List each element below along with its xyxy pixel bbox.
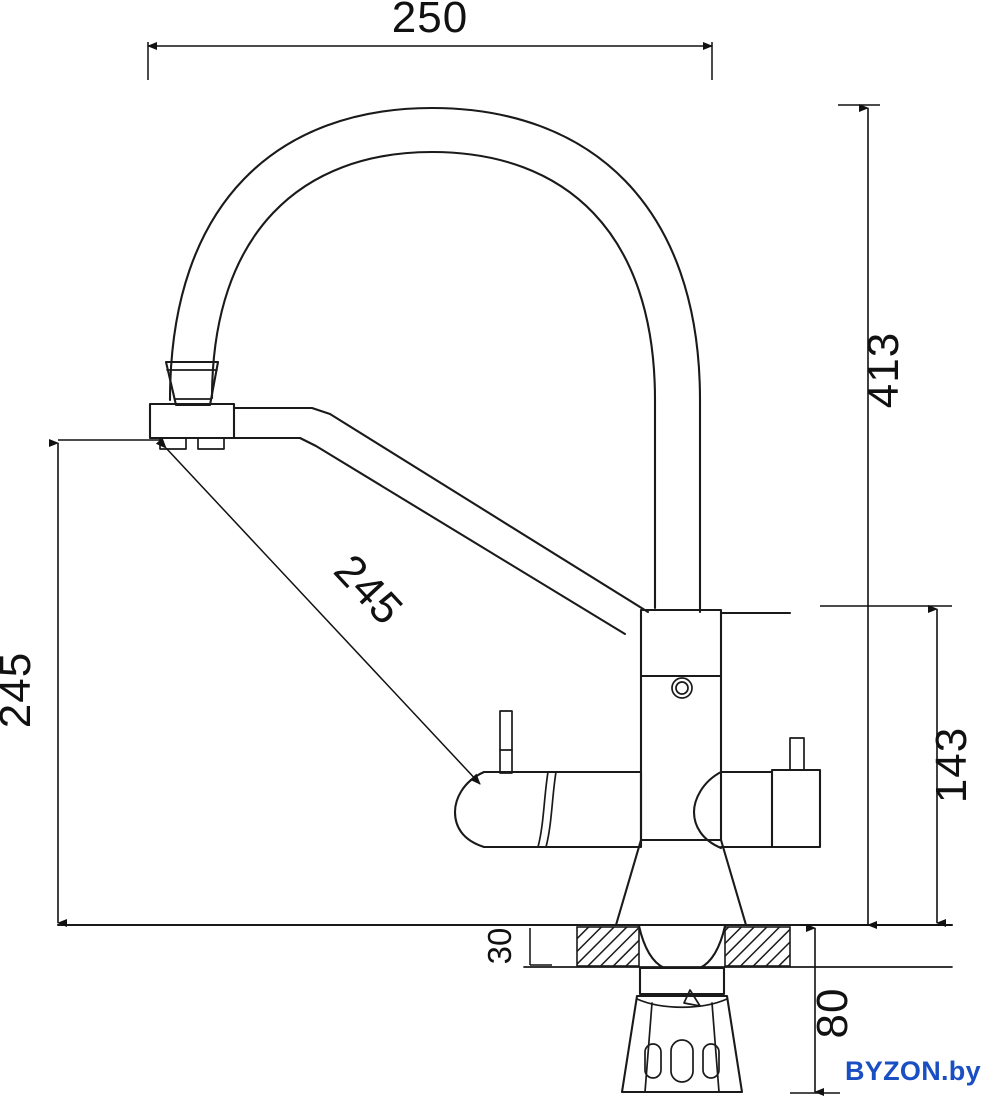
dimension-143-group: 143 — [800, 605, 976, 927]
dimension-label-413: 413 — [859, 332, 908, 408]
watermark-byzon: BYZON.by — [845, 1056, 981, 1086]
dimension-label-80: 80 — [808, 988, 857, 1039]
dimension-245-vertical-group: 245 — [0, 439, 160, 927]
spout-arc-outer — [168, 106, 702, 614]
dimension-413-group: 413 — [838, 104, 908, 929]
countertop-hatch-right — [725, 927, 790, 966]
dim-line-245-diagonal — [155, 437, 481, 785]
left-handle-lever — [453, 770, 643, 849]
dimension-80-group: 80 — [790, 924, 857, 1096]
right-handle-pin — [789, 737, 805, 771]
left-handle-seam-a — [537, 771, 549, 848]
bracket-slot-right — [702, 1043, 720, 1079]
mount-bracket-arrow-detail — [683, 989, 701, 1007]
countertop-hatch-left — [577, 927, 639, 966]
countertop-hatch-left-border — [576, 926, 640, 967]
mount-bracket-rib-left — [644, 1002, 653, 1093]
dimension-label-30: 30 — [481, 928, 518, 965]
mount-bracket — [620, 994, 744, 1094]
dimension-label-250: 250 — [392, 0, 468, 42]
bracket-slot-left — [644, 1043, 662, 1079]
spout-arc-inner — [210, 150, 657, 610]
bracket-slot-center — [670, 1039, 694, 1083]
body-indicator-ring-outer — [671, 677, 693, 699]
dimension-30-group: 30 — [481, 928, 552, 966]
left-handle-pin — [499, 710, 513, 774]
dimension-label-143: 143 — [927, 727, 976, 803]
countertop-hatch-right-border — [724, 926, 791, 967]
body-indicator-ring-inner — [675, 681, 689, 695]
dimension-250-group: 250 — [147, 0, 713, 80]
left-handle-seam-b — [545, 771, 557, 848]
dimension-label-245-vertical: 245 — [0, 652, 40, 728]
mount-bracket-top-curve — [636, 998, 728, 1009]
right-handle-bulb — [692, 770, 723, 850]
hose-top-edge — [232, 406, 650, 614]
mount-bracket-rib-right — [711, 1002, 720, 1093]
mount-collar — [638, 966, 726, 996]
